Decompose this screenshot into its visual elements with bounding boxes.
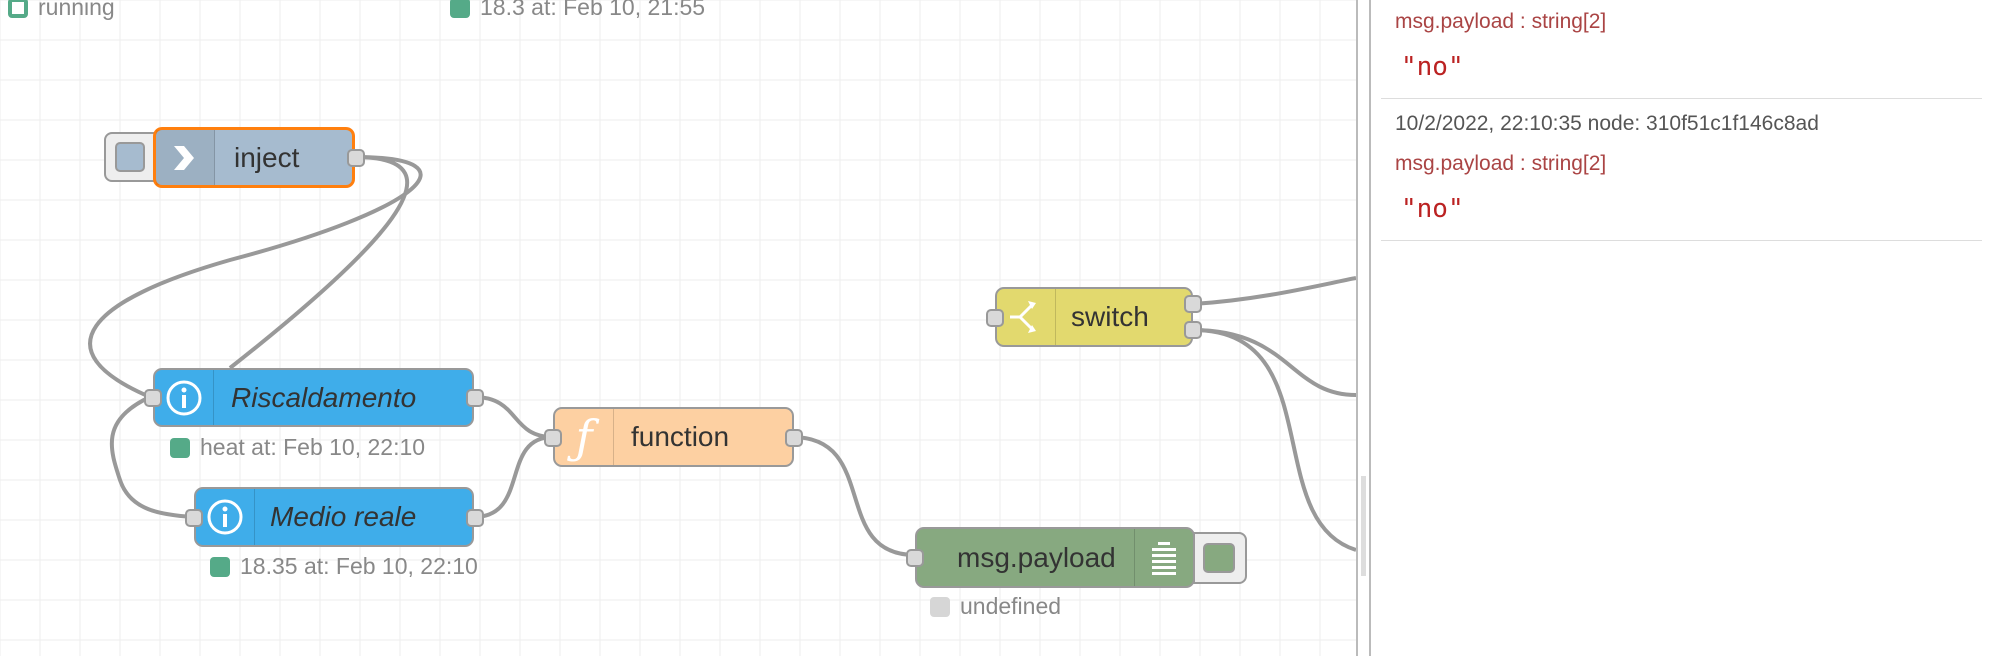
status-text: 18.3 at: Feb 10, 21:55	[480, 0, 706, 20]
wire-riscaldamento-medio[interactable]	[109, 395, 195, 519]
status-text: heat at: Feb 10, 22:10	[200, 434, 426, 460]
input-port[interactable]	[185, 509, 203, 527]
status-text: undefined	[960, 593, 1062, 619]
output-port[interactable]	[466, 389, 484, 407]
status-dot-icon	[450, 0, 470, 18]
info-icon	[155, 370, 214, 425]
message-type: msg.payload : string[2]	[1395, 10, 1607, 33]
output-port[interactable]	[785, 429, 803, 447]
node-label: inject	[234, 141, 300, 173]
wire-inject-medio[interactable]	[228, 155, 410, 370]
sidebar-resize-handle[interactable]	[1356, 0, 1371, 656]
debug-toggle-button[interactable]	[1193, 532, 1247, 584]
message-value[interactable]: "no"	[1401, 52, 1464, 82]
output-port[interactable]	[347, 149, 365, 167]
input-port[interactable]	[986, 309, 1004, 327]
medio-reale-node[interactable]: Medio reale	[185, 487, 484, 547]
debug-sidebar: msg.payload : string[2] "no" 10/2/2022, …	[1371, 0, 1992, 656]
node-label: switch	[1071, 301, 1149, 332]
flow-workspace[interactable]: running 18.3 at: Feb 10, 21:55 inject Ri…	[0, 0, 1356, 656]
node-label: Riscaldamento	[231, 381, 417, 413]
debug-node[interactable]: msg.payload	[906, 527, 1195, 588]
wire-switch-out2-a[interactable]	[1192, 328, 1356, 397]
status-dot-icon	[170, 437, 190, 458]
message-meta: 10/2/2022, 22:10:35 node: 310f51c1f146c8…	[1395, 112, 1819, 135]
top-status-value: 18.3 at: Feb 10, 21:55	[450, 0, 705, 21]
wire-switch-out2-b[interactable]	[1192, 328, 1356, 552]
wire-inject-riscaldamento[interactable]	[88, 155, 423, 399]
wire-switch-out1[interactable]	[1192, 276, 1356, 306]
wires-layer	[88, 155, 1356, 557]
switch-node[interactable]: switch	[986, 287, 1202, 347]
input-port[interactable]	[906, 549, 924, 567]
node-label: msg.payload	[957, 541, 1116, 573]
scrollbar-thumb[interactable]	[1361, 476, 1366, 576]
riscaldamento-status: heat at: Feb 10, 22:10	[170, 434, 425, 461]
input-port[interactable]	[144, 389, 162, 407]
function-icon: ƒ	[555, 409, 614, 465]
riscaldamento-node[interactable]: Riscaldamento	[144, 368, 484, 427]
message-value[interactable]: "no"	[1401, 194, 1464, 224]
wire-function-debug[interactable]	[791, 435, 916, 557]
inject-trigger-button[interactable]	[104, 132, 156, 182]
status-dot-icon	[210, 556, 230, 577]
debug-status: undefined	[930, 593, 1061, 620]
debug-message[interactable]: 10/2/2022, 22:10:35 node: 310f51c1f146c8…	[1381, 98, 1982, 241]
top-status-running: running	[8, 0, 115, 21]
debug-list-icon	[1134, 529, 1193, 586]
input-port[interactable]	[544, 429, 562, 447]
output-port[interactable]	[466, 509, 484, 527]
inject-node[interactable]: inject	[153, 127, 365, 188]
arrow-in-icon	[156, 130, 215, 185]
message-type: msg.payload : string[2]	[1395, 152, 1607, 175]
output-port-2[interactable]	[1184, 321, 1202, 339]
status-dot-icon	[930, 596, 950, 617]
output-port-1[interactable]	[1184, 295, 1202, 313]
info-icon	[196, 489, 255, 545]
status-ring-icon	[8, 0, 28, 18]
wire-riscaldamento-function[interactable]	[473, 395, 554, 439]
wire-medio-function[interactable]	[473, 435, 554, 519]
switch-icon	[997, 289, 1056, 345]
status-text: 18.35 at: Feb 10, 22:10	[240, 553, 478, 579]
status-text: running	[38, 0, 115, 20]
node-label: function	[631, 421, 730, 452]
function-node[interactable]: ƒ function	[544, 407, 803, 467]
medio-reale-status: 18.35 at: Feb 10, 22:10	[210, 553, 478, 580]
debug-message[interactable]: msg.payload : string[2] "no"	[1381, 0, 1982, 99]
node-label: Medio reale	[270, 501, 417, 532]
